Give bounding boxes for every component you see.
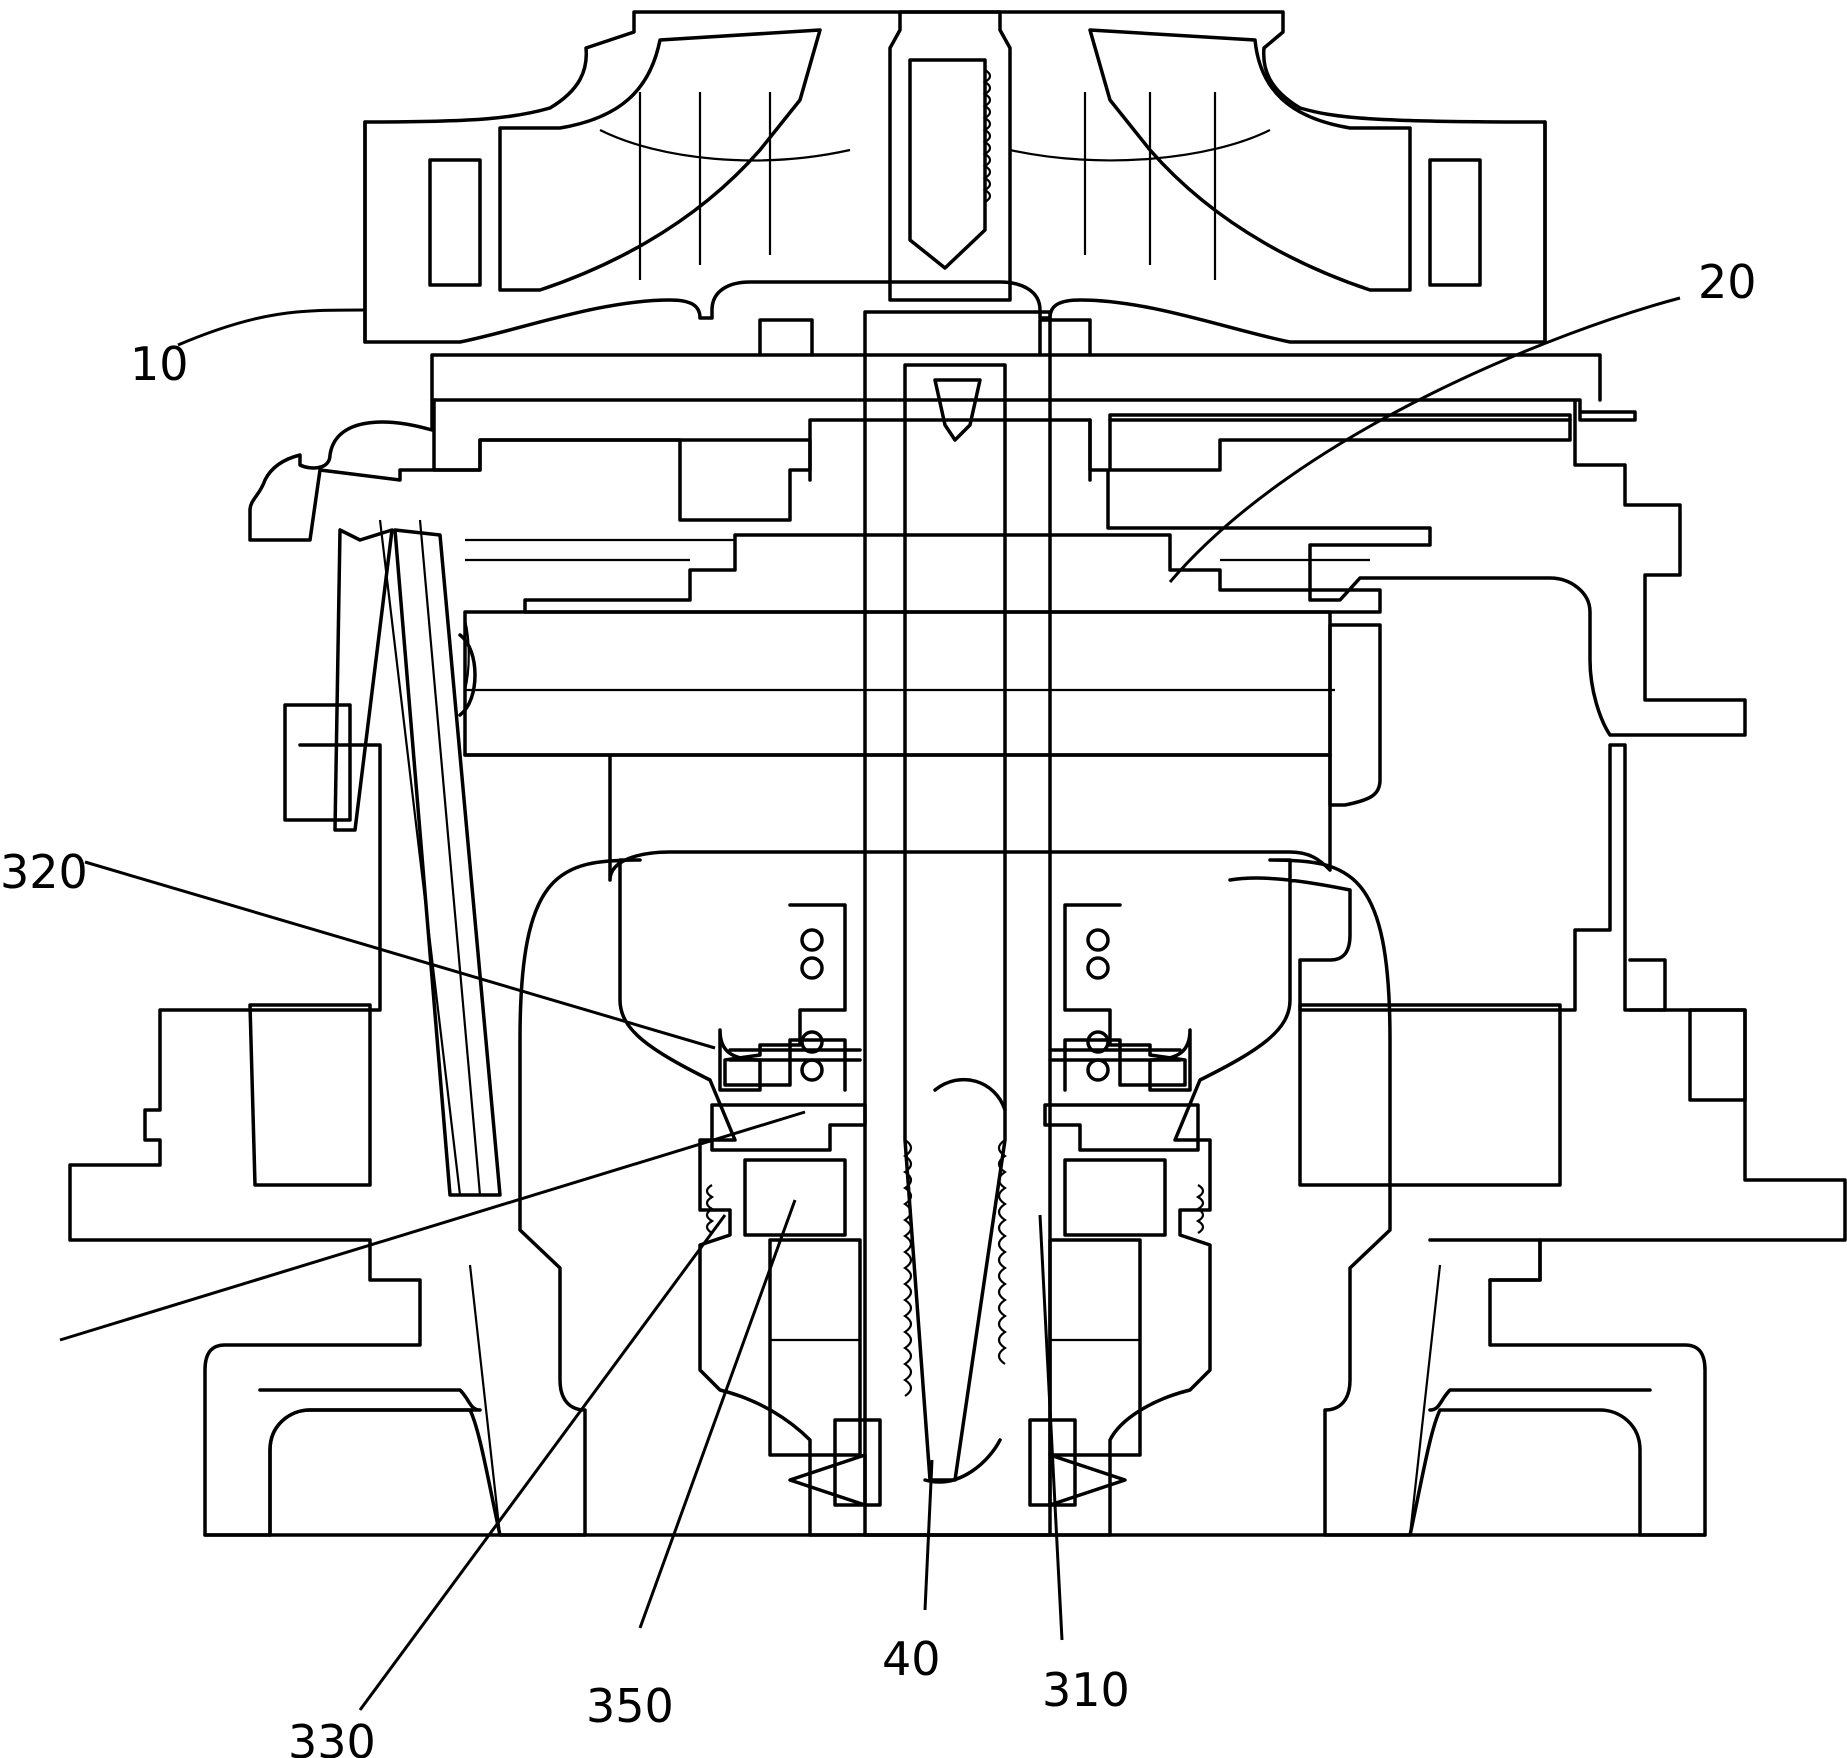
label-10: 10 xyxy=(130,337,189,391)
rotor-disc xyxy=(463,533,1382,882)
reference-labels: 10 20 320 330 350 40 310 xyxy=(0,255,1757,1758)
label-330: 330 xyxy=(288,1715,376,1758)
stator-lines xyxy=(333,519,502,1197)
lower-housing xyxy=(68,743,1847,1537)
label-350: 350 xyxy=(586,1679,674,1733)
shaft xyxy=(788,310,1127,1537)
label-20: 20 xyxy=(1698,255,1757,309)
seal-right xyxy=(1028,903,1205,1507)
top-screw xyxy=(888,10,1012,302)
upper-casing xyxy=(248,318,1747,822)
seal-left xyxy=(705,903,882,1507)
label-310: 310 xyxy=(1042,1663,1130,1717)
impeller xyxy=(363,10,1547,344)
leader-lines xyxy=(59,296,1681,1711)
label-320: 320 xyxy=(0,845,88,899)
label-40: 40 xyxy=(882,1632,941,1686)
